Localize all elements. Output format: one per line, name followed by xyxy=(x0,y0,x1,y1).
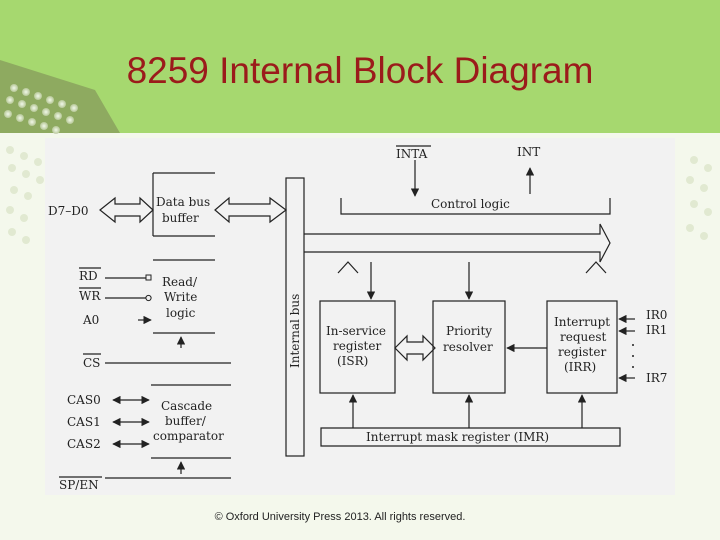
label-read-write-3: logic xyxy=(166,306,196,320)
label-ir7: IR7 xyxy=(646,371,667,385)
isr-priority-arrow xyxy=(394,334,436,362)
label-irr-2: request xyxy=(560,330,607,344)
label-cascade-2: buffer/ xyxy=(165,414,207,428)
bus-up-arrow-right xyxy=(585,261,607,274)
label-isr-2: register xyxy=(333,339,381,353)
label-read-write-2: Write xyxy=(164,290,197,304)
label-sp-en: SP/EN xyxy=(59,478,99,492)
label-int: INT xyxy=(517,145,540,159)
label-irr-1: Interrupt xyxy=(554,315,610,329)
label-wr: WR xyxy=(79,289,101,303)
label-isr-1: In-service xyxy=(326,324,386,338)
copyright-footer: © Oxford University Press 2013. All righ… xyxy=(214,511,466,523)
label-rd: RD xyxy=(79,269,98,283)
cascade-buffer-block xyxy=(151,384,231,459)
label-data-bus: D7–D0 xyxy=(48,204,89,218)
wr-terminal xyxy=(145,294,152,302)
ir-dot-2 xyxy=(632,355,634,357)
label-priority-1: Priority xyxy=(446,324,492,338)
label-cascade-1: Cascade xyxy=(161,399,212,413)
label-cascade-3: comparator xyxy=(153,429,224,443)
label-ir1: IR1 xyxy=(646,323,667,337)
internal-bus xyxy=(285,177,305,457)
imr-block xyxy=(320,427,621,447)
irr-block xyxy=(546,300,618,394)
data-bus-arrow-right xyxy=(214,196,287,224)
data-bus-arrow-left xyxy=(99,196,154,224)
block-diagram-frame: INTA INT Control logic D7–D0 Data bus bu… xyxy=(45,138,675,495)
label-read-write-1: Read/ xyxy=(162,275,198,289)
priority-resolver-block xyxy=(432,300,506,394)
label-control-logic: Control logic xyxy=(431,197,510,211)
label-cs: CS xyxy=(83,356,100,370)
block-diagram: INTA INT Control logic D7–D0 Data bus bu… xyxy=(48,145,667,492)
ir-dot-1 xyxy=(632,344,634,346)
read-write-logic-block xyxy=(153,259,215,334)
label-isr-3: (ISR) xyxy=(337,354,368,368)
bus-up-arrow-left xyxy=(337,261,359,274)
slide-title: 8259 Internal Block Diagram xyxy=(126,50,594,91)
label-ir0: IR0 xyxy=(646,308,667,322)
label-irr-4: (IRR) xyxy=(564,360,596,374)
label-cas0: CAS0 xyxy=(67,393,101,407)
internal-bus-horizontal xyxy=(304,223,611,263)
label-a0: A0 xyxy=(82,313,99,327)
label-data-bus-buffer-2: buffer xyxy=(162,211,199,225)
label-internal-bus: Internal bus xyxy=(288,294,302,368)
title-banner xyxy=(0,0,720,133)
control-logic-block xyxy=(340,198,611,215)
label-imr: Interrupt mask register (IMR) xyxy=(366,430,549,444)
label-cas2: CAS2 xyxy=(67,437,101,451)
label-data-bus-buffer-1: Data bus xyxy=(156,195,210,209)
label-irr-3: register xyxy=(558,345,606,359)
data-bus-buffer-block xyxy=(152,172,215,237)
ir-dot-3 xyxy=(632,366,634,368)
rd-terminal xyxy=(145,274,152,281)
label-priority-2: resolver xyxy=(443,340,493,354)
label-inta: INTA xyxy=(396,147,428,161)
label-cas1: CAS1 xyxy=(67,415,101,429)
isr-block xyxy=(319,300,396,394)
